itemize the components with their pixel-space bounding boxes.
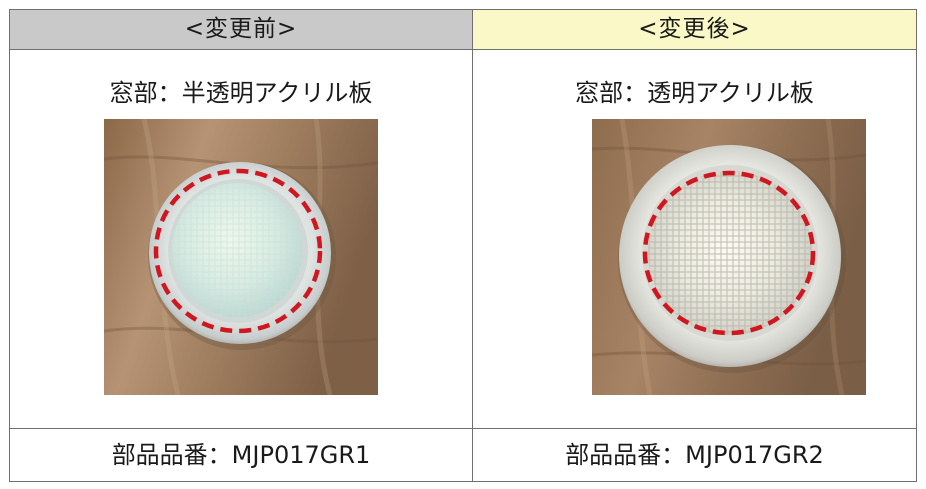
part-number-row: 部品品番：MJP017GR1 部品品番：MJP017GR2	[9, 428, 917, 482]
image-row: 窓部：半透明アクリル板	[9, 49, 917, 429]
before-part-number: 部品品番：MJP017GR1	[9, 428, 473, 482]
comparison-table: <変更前> <変更後> 窓部：半透明アクリル板	[9, 9, 917, 482]
after-body-cell: 窓部：透明アクリル板	[472, 49, 917, 429]
header-row: <変更前> <変更後>	[9, 9, 917, 50]
after-window-label: 窓部：透明アクリル板	[575, 79, 814, 107]
before-window-label: 窓部：半透明アクリル板	[109, 79, 373, 107]
before-header: <変更前>	[184, 16, 298, 42]
before-header-cell: <変更前>	[9, 9, 473, 50]
after-part-illustration	[592, 119, 866, 395]
before-part-illustration	[104, 119, 378, 395]
before-part-photo	[104, 119, 378, 395]
after-header-cell: <変更後>	[472, 9, 917, 50]
after-part-photo	[592, 119, 866, 395]
before-body-cell: 窓部：半透明アクリル板	[9, 49, 473, 429]
after-header: <変更後>	[638, 16, 751, 42]
after-part-number: 部品品番：MJP017GR2	[472, 428, 917, 482]
